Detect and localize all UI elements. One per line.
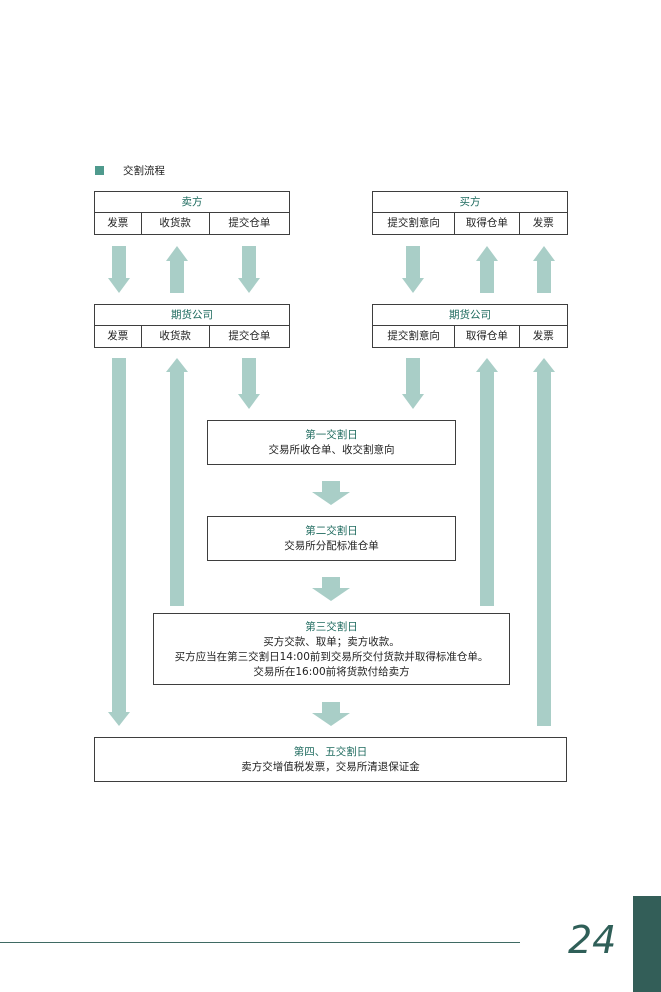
buyer-box: 买方 提交割意向 取得仓单 发票 bbox=[372, 191, 568, 235]
step-day-1-line: 交易所收仓单、收交割意向 bbox=[268, 444, 395, 456]
step-day-4-5-line: 卖方交增值税发票，交易所清退保证金 bbox=[241, 761, 420, 773]
futures-buyer-title: 期货公司 bbox=[373, 305, 567, 326]
seller-cell-payment: 收货款 bbox=[140, 213, 209, 234]
arrow-long-down-left bbox=[108, 358, 130, 726]
arrow-step-2-3 bbox=[312, 577, 350, 601]
futures-buyer-cell-invoice: 发票 bbox=[518, 326, 568, 347]
step-day-3-line-3: 交易所在16:00前将货款付给卖方 bbox=[253, 666, 410, 678]
section-marker bbox=[95, 166, 104, 175]
arrow-down-invoice bbox=[108, 246, 130, 293]
seller-box: 卖方 发票 收货款 提交仓单 bbox=[94, 191, 290, 235]
arrow-down-warrant bbox=[238, 246, 260, 293]
arrow-up-buyer-invoice bbox=[533, 246, 555, 293]
arrow-long-up-invoice bbox=[533, 358, 555, 726]
buyer-cell-intent: 提交割意向 bbox=[387, 217, 440, 229]
futures-seller-cell-payment: 收货款 bbox=[140, 326, 209, 347]
step-day-2: 第二交割日 交易所分配标准仓单 bbox=[207, 516, 456, 561]
buyer-cell-receive-warrant: 取得仓单 bbox=[454, 213, 518, 234]
futures-seller-cell-warrant: 提交仓单 bbox=[208, 326, 289, 347]
step-day-4-5-title: 第四、五交割日 bbox=[293, 746, 368, 758]
arrow-down-intent bbox=[402, 246, 424, 293]
page-edge-tab bbox=[633, 896, 661, 992]
arrow-long-up-warrant bbox=[476, 358, 498, 606]
futures-seller-cell-invoice: 发票 bbox=[107, 330, 129, 342]
futures-company-seller-box: 期货公司 发票 收货款 提交仓单 bbox=[94, 304, 290, 348]
futures-seller-title: 期货公司 bbox=[95, 305, 289, 326]
arrow-step-1-2 bbox=[312, 481, 350, 505]
step-day-1: 第一交割日 交易所收仓单、收交割意向 bbox=[207, 420, 456, 465]
seller-title: 卖方 bbox=[95, 192, 289, 213]
footer-rule bbox=[0, 942, 520, 943]
step-day-1-title: 第一交割日 bbox=[305, 429, 358, 441]
arrow-up-receive-warrant bbox=[476, 246, 498, 293]
step-day-3-line-1: 买方交款、取单；卖方收款。 bbox=[263, 636, 400, 648]
step-day-2-title: 第二交割日 bbox=[305, 525, 358, 537]
step-day-4-5: 第四、五交割日 卖方交增值税发票，交易所清退保证金 bbox=[94, 737, 567, 782]
step-day-2-line: 交易所分配标准仓单 bbox=[284, 540, 379, 552]
step-day-3-title: 第三交割日 bbox=[305, 621, 358, 633]
arrow-step-3-45 bbox=[312, 702, 350, 726]
arrow-down-to-day1-right bbox=[402, 358, 424, 409]
seller-cell-invoice: 发票 bbox=[107, 217, 129, 229]
arrow-up-payment bbox=[166, 246, 188, 293]
buyer-title: 买方 bbox=[373, 192, 567, 213]
page-number: 24 bbox=[568, 918, 617, 962]
buyer-cell-invoice: 发票 bbox=[518, 213, 568, 234]
step-day-3: 第三交割日 买方交款、取单；卖方收款。 买方应当在第三交割日14:00前到交易所… bbox=[153, 613, 510, 685]
seller-cell-warrant: 提交仓单 bbox=[208, 213, 289, 234]
arrow-down-to-day1-left bbox=[238, 358, 260, 409]
futures-company-buyer-box: 期货公司 提交割意向 取得仓单 发票 bbox=[372, 304, 568, 348]
futures-buyer-cell-receive-warrant: 取得仓单 bbox=[454, 326, 518, 347]
arrow-long-up-payment bbox=[166, 358, 188, 606]
step-day-3-line-2: 买方应当在第三交割日14:00前到交易所交付货款并取得标准仓单。 bbox=[174, 651, 489, 663]
section-title: 交割流程 bbox=[123, 165, 165, 177]
futures-buyer-cell-intent: 提交割意向 bbox=[387, 330, 440, 342]
